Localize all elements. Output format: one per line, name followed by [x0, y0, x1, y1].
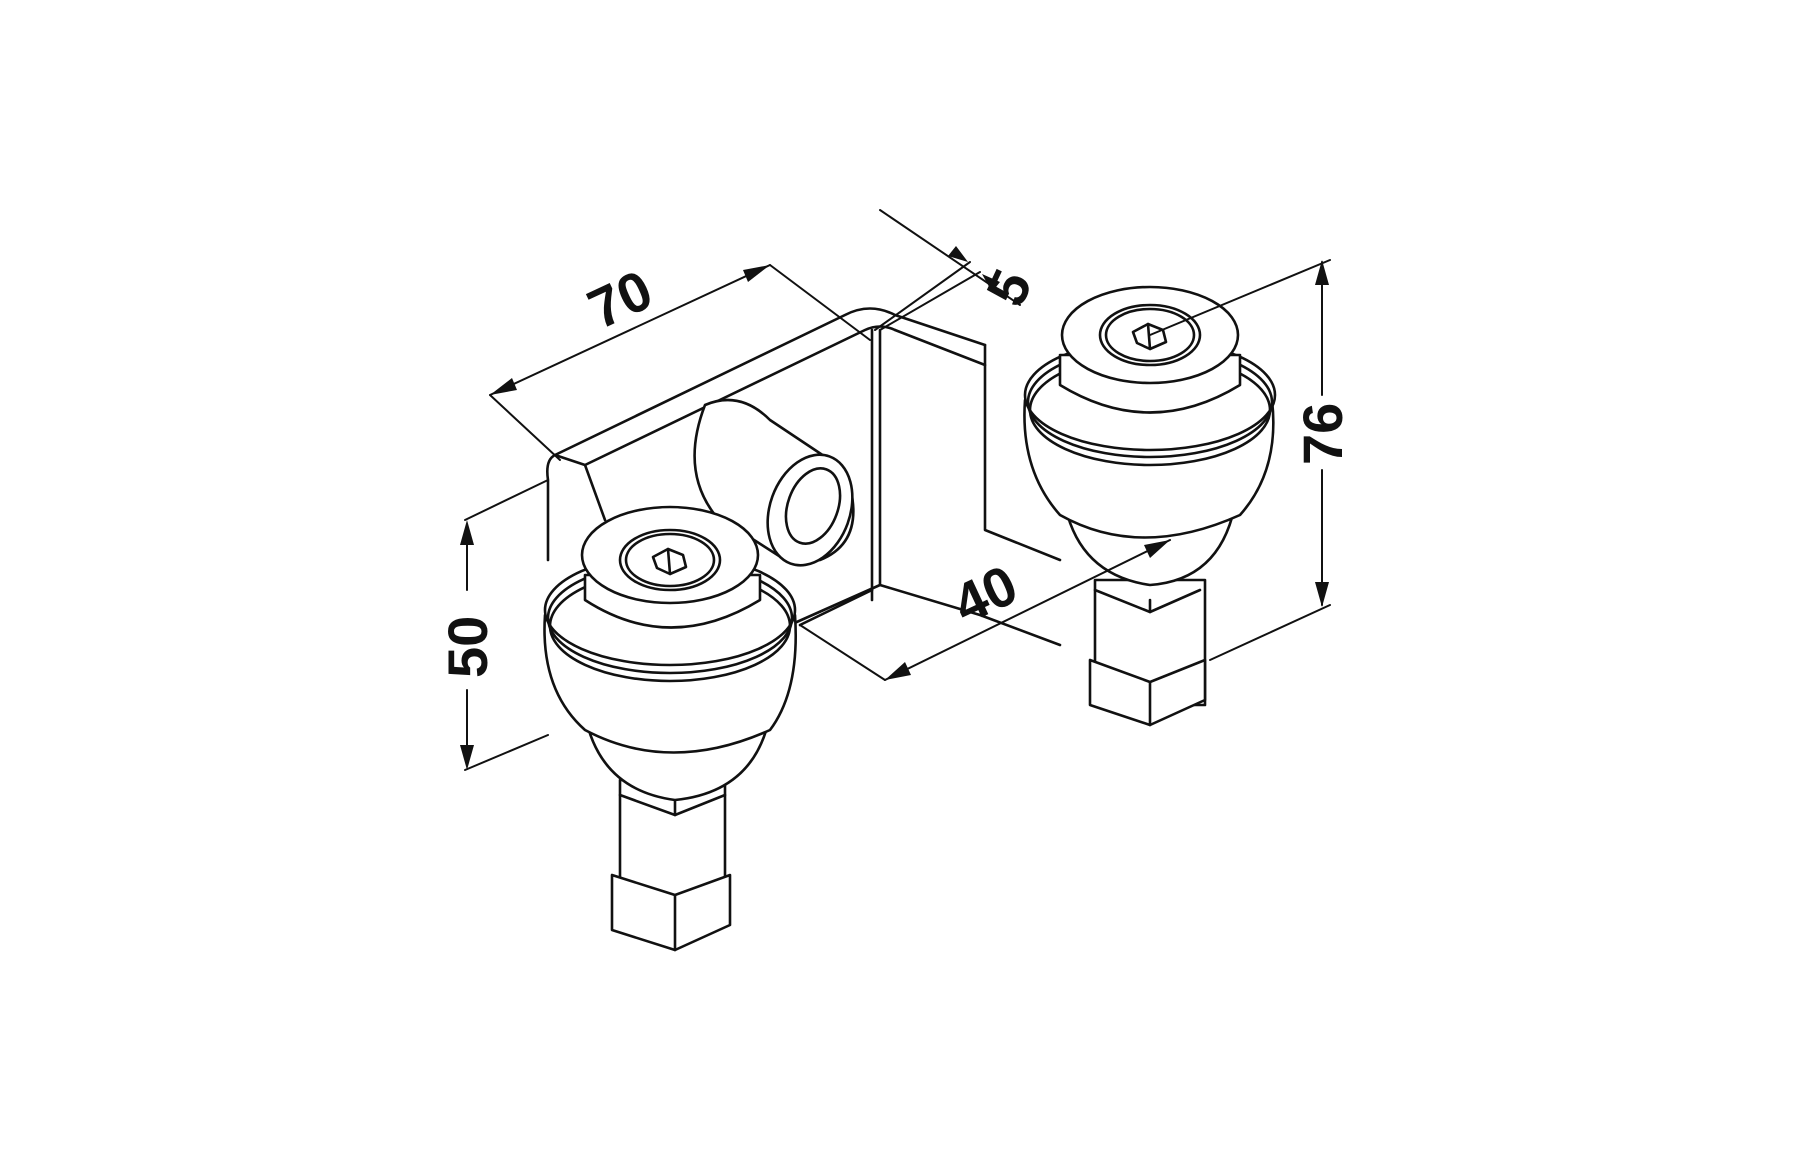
dim-76-label: 76 — [1291, 403, 1354, 465]
dim-5-label: 5 — [974, 260, 1044, 315]
dimension-70: 70 — [489, 257, 871, 461]
dimension-5: 5 — [874, 209, 1044, 331]
rear-roller — [1023, 285, 1277, 727]
dim-50-label: 50 — [436, 616, 499, 678]
dim-70-label: 70 — [578, 257, 661, 340]
dimension-76: 76 — [1149, 259, 1354, 661]
dimension-50: 50 — [436, 479, 549, 771]
front-roller — [543, 505, 797, 952]
dim-40-label: 40 — [943, 552, 1026, 635]
